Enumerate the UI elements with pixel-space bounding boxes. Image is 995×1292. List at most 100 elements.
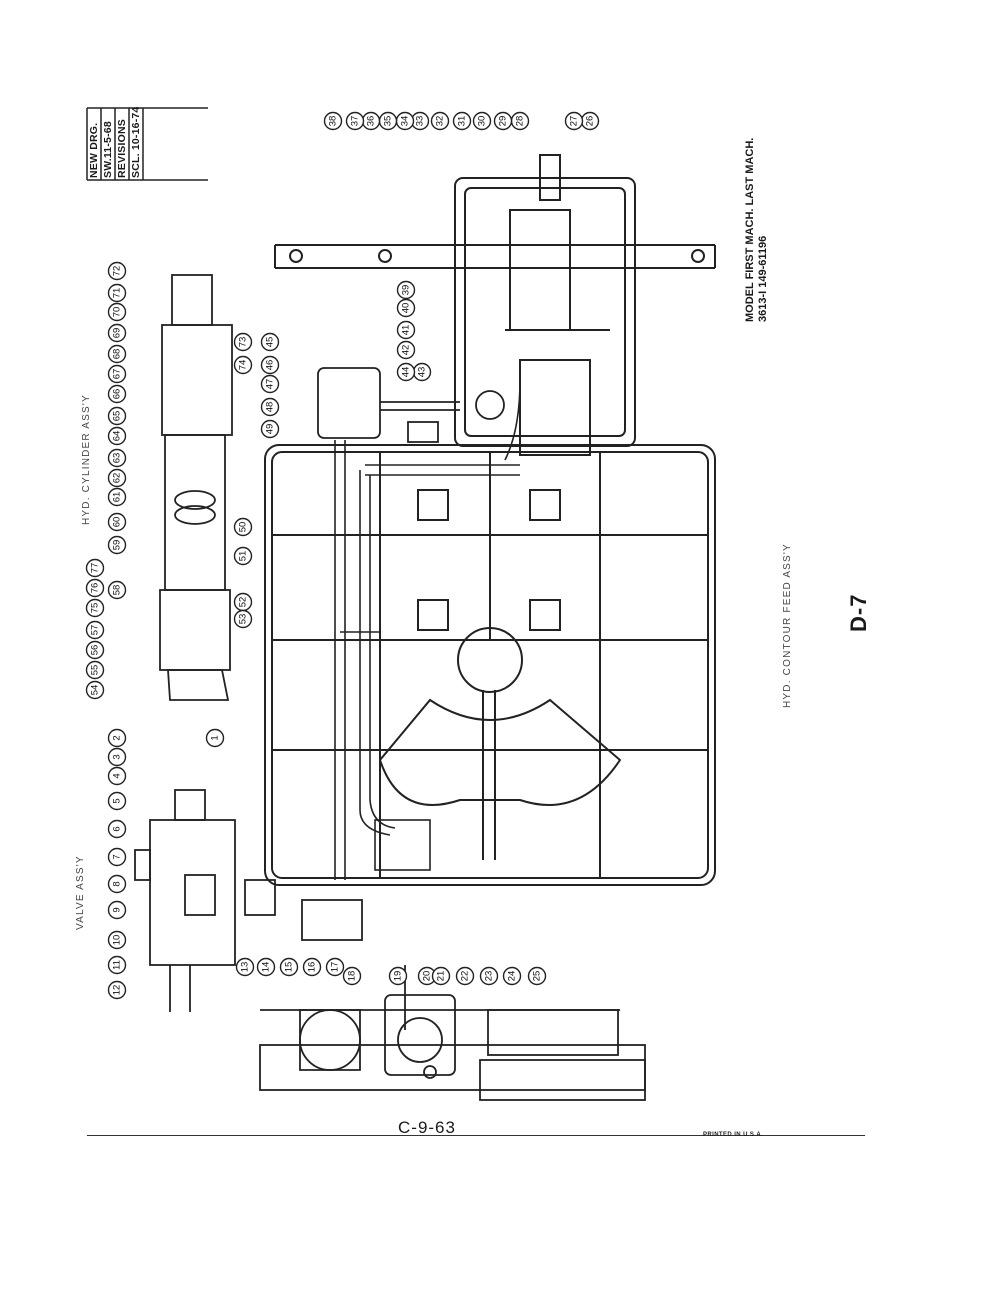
callout-64: 64 bbox=[107, 426, 127, 446]
callout-ring bbox=[260, 355, 280, 375]
callout-32: 32 bbox=[430, 111, 450, 131]
callout-number: 26 bbox=[585, 116, 596, 127]
callout-21: 21 bbox=[431, 966, 451, 986]
callout-ring bbox=[107, 900, 127, 920]
callout-ring bbox=[256, 957, 276, 977]
callout-62: 62 bbox=[107, 468, 127, 488]
callout-number: 5 bbox=[112, 798, 123, 803]
callout-number: 71 bbox=[112, 288, 123, 299]
callout-number: 53 bbox=[238, 614, 249, 625]
callout-15: 15 bbox=[279, 957, 299, 977]
callout-ring bbox=[85, 620, 105, 640]
callout-24: 24 bbox=[502, 966, 522, 986]
callout-number: 23 bbox=[484, 971, 495, 982]
callout-2: 2 bbox=[107, 728, 127, 748]
callout-14: 14 bbox=[256, 957, 276, 977]
cylinder-assembly-label: HYD. CYLINDER ASS'Y bbox=[81, 394, 92, 525]
callout-number: 18 bbox=[347, 971, 358, 982]
callout-ring bbox=[233, 332, 253, 352]
callout-37: 37 bbox=[345, 111, 365, 131]
drawing-code: C-9-63 bbox=[398, 1118, 456, 1137]
callout-number: 8 bbox=[112, 881, 123, 886]
callout-4: 4 bbox=[107, 766, 127, 786]
callout-number: 19 bbox=[393, 971, 404, 982]
callout-40: 40 bbox=[396, 298, 416, 318]
callout-number: 9 bbox=[112, 907, 123, 912]
callout-number: 66 bbox=[112, 389, 123, 400]
callout-53: 53 bbox=[233, 609, 253, 629]
callout-number: 77 bbox=[90, 563, 101, 574]
callout-ring bbox=[85, 558, 105, 578]
callout-number: 16 bbox=[307, 962, 318, 973]
callout-number: 41 bbox=[401, 325, 412, 336]
callout-number: 47 bbox=[265, 379, 276, 390]
callout-58: 58 bbox=[107, 580, 127, 600]
callout-number: 68 bbox=[112, 349, 123, 360]
callout-number: 57 bbox=[90, 625, 101, 636]
callout-ring bbox=[85, 578, 105, 598]
callout-number: 27 bbox=[569, 116, 580, 127]
revision-new-drg-label: NEW DRG. bbox=[88, 122, 100, 178]
callout-number: 34 bbox=[400, 116, 411, 127]
callout-ring bbox=[430, 111, 450, 131]
callout-19: 19 bbox=[388, 966, 408, 986]
callout-27: 27 bbox=[564, 111, 584, 131]
callout-ring bbox=[455, 966, 475, 986]
callout-ring bbox=[107, 448, 127, 468]
callout-63: 63 bbox=[107, 448, 127, 468]
callout-8: 8 bbox=[107, 874, 127, 894]
callout-18: 18 bbox=[342, 966, 362, 986]
callout-ring bbox=[107, 487, 127, 507]
callout-ring bbox=[107, 819, 127, 839]
callout-11: 11 bbox=[107, 955, 127, 975]
callout-ring bbox=[233, 546, 253, 566]
callout-number: 1 bbox=[210, 735, 221, 740]
callout-68: 68 bbox=[107, 344, 127, 364]
callout-number: 21 bbox=[436, 971, 447, 982]
callout-number: 15 bbox=[284, 962, 295, 973]
callout-number: 39 bbox=[401, 285, 412, 296]
callout-number: 33 bbox=[415, 116, 426, 127]
callout-67: 67 bbox=[107, 364, 127, 384]
callout-6: 6 bbox=[107, 819, 127, 839]
callout-52: 52 bbox=[233, 592, 253, 612]
callout-ring bbox=[325, 957, 345, 977]
callout-number: 4 bbox=[112, 773, 123, 778]
callout-ring bbox=[472, 111, 492, 131]
callout-10: 10 bbox=[107, 930, 127, 950]
callout-number: 3 bbox=[112, 754, 123, 759]
callout-number: 44 bbox=[401, 367, 412, 378]
callout-number: 40 bbox=[401, 303, 412, 314]
callout-73: 73 bbox=[233, 332, 253, 352]
hydraulic-lines bbox=[334, 379, 521, 880]
callout-ring bbox=[345, 111, 365, 131]
callout-ring bbox=[85, 680, 105, 700]
callout-ring bbox=[233, 517, 253, 537]
callout-25: 25 bbox=[527, 966, 547, 986]
callout-75: 75 bbox=[85, 598, 105, 618]
callout-49: 49 bbox=[260, 419, 280, 439]
callout-number: 69 bbox=[112, 328, 123, 339]
callout-ring bbox=[260, 419, 280, 439]
callout-26: 26 bbox=[580, 111, 600, 131]
callout-number: 58 bbox=[112, 585, 123, 596]
valve-assembly-label: VALVE ASS'Y bbox=[75, 855, 86, 930]
callout-number: 59 bbox=[112, 540, 123, 551]
callout-38: 38 bbox=[323, 111, 343, 131]
callout-number: 61 bbox=[112, 492, 123, 503]
callout-71: 71 bbox=[107, 283, 127, 303]
callout-31: 31 bbox=[452, 111, 472, 131]
callout-ring bbox=[564, 111, 584, 131]
callout-number: 13 bbox=[240, 962, 251, 973]
callout-number: 70 bbox=[112, 307, 123, 318]
callout-59: 59 bbox=[107, 535, 127, 555]
callout-ring bbox=[527, 966, 547, 986]
callout-number: 2 bbox=[112, 735, 123, 740]
callout-number: 63 bbox=[112, 453, 123, 464]
callout-ring bbox=[85, 660, 105, 680]
callout-3: 3 bbox=[107, 747, 127, 767]
callout-ring bbox=[260, 332, 280, 352]
cylinder-mount bbox=[317, 367, 505, 443]
callout-ring bbox=[85, 598, 105, 618]
